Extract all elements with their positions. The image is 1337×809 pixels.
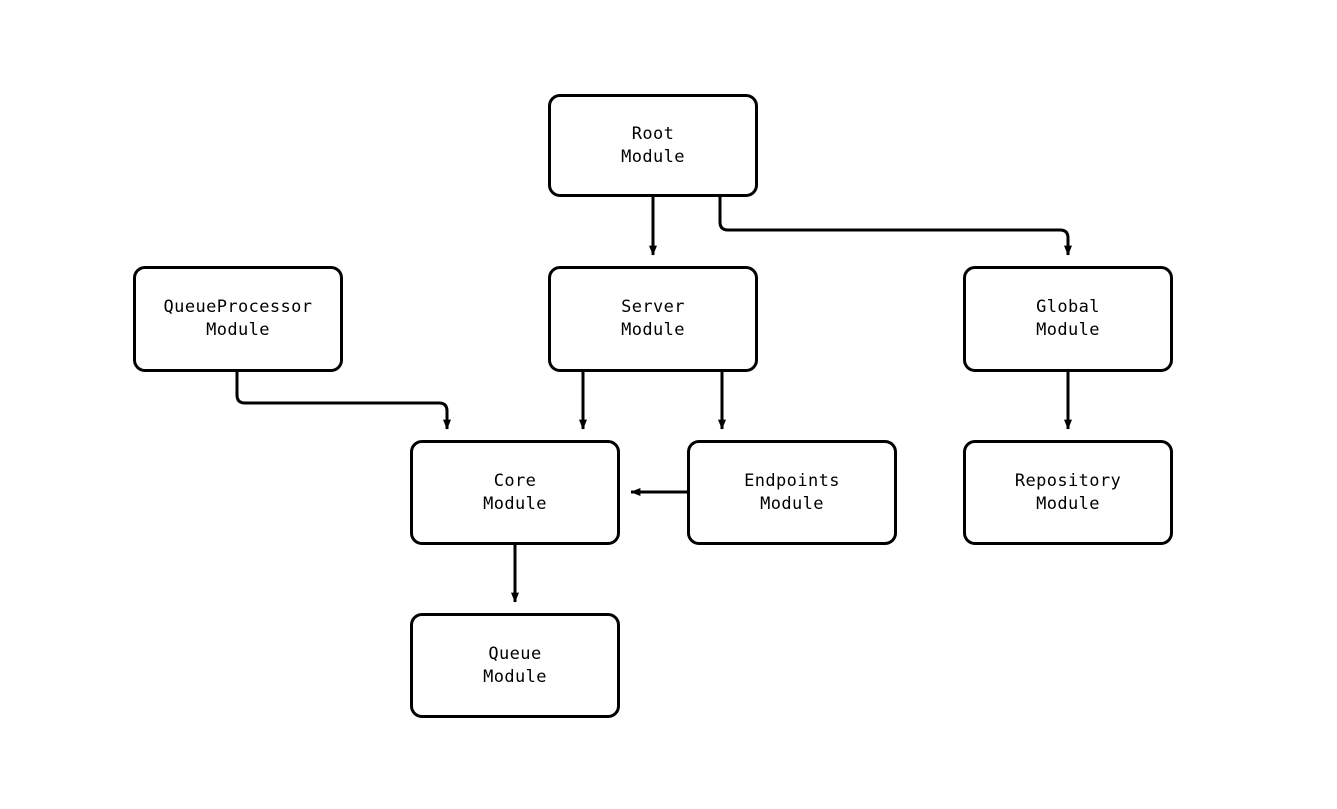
edge-queueprocessor-to-core xyxy=(235,372,451,430)
node-root-line2: Module xyxy=(621,146,685,167)
node-server-line1: Server xyxy=(621,297,685,317)
node-queueprocessor-line2: Module xyxy=(206,320,270,340)
node-queueprocessor[interactable]: QueueProcessor Module xyxy=(133,266,343,372)
node-core-line2: Module xyxy=(483,493,547,514)
edge-root-to-global xyxy=(718,197,1072,256)
node-endpoints[interactable]: Endpoints Module xyxy=(687,440,897,545)
node-repository-line2: Module xyxy=(1036,493,1100,514)
node-repository-line1: Repository xyxy=(1014,470,1122,491)
node-global-line2: Module xyxy=(1036,320,1100,340)
node-queue[interactable]: Queue Module xyxy=(410,613,620,718)
node-root-line1: Root xyxy=(631,123,675,144)
node-core[interactable]: Core Module xyxy=(410,440,620,545)
node-root[interactable]: Root Module xyxy=(548,94,758,197)
node-queue-line1: Queue xyxy=(488,643,542,664)
node-server[interactable]: Server Module xyxy=(548,266,758,372)
node-queue-line2: Module xyxy=(483,666,547,687)
node-global[interactable]: Global Module xyxy=(963,266,1173,372)
node-repository[interactable]: Repository Module xyxy=(963,440,1173,545)
node-endpoints-line2: Module xyxy=(760,493,824,514)
node-queueprocessor-line1: QueueProcessor xyxy=(163,297,313,317)
node-core-line1: Core xyxy=(493,470,537,491)
node-endpoints-line1: Endpoints xyxy=(744,470,840,491)
node-server-line2: Module xyxy=(621,320,685,340)
node-global-line1: Global xyxy=(1036,297,1100,317)
